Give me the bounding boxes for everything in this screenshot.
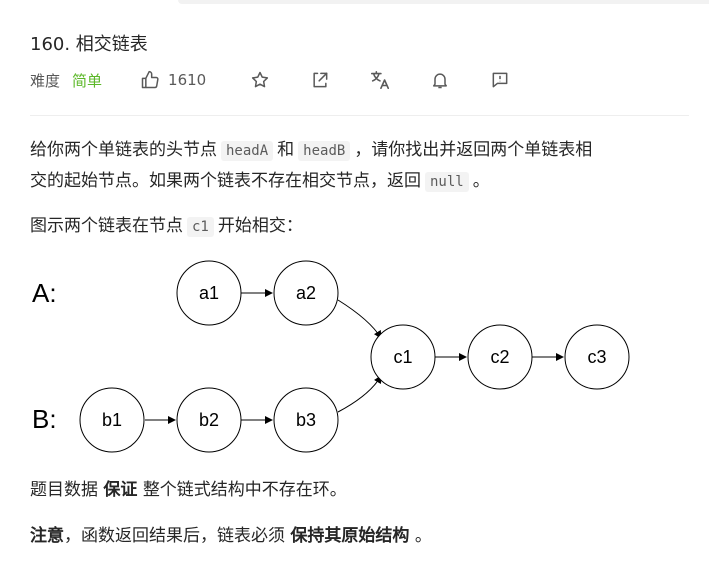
edge-a2-c1	[337, 299, 382, 339]
node-a1-label: a1	[199, 283, 219, 303]
bold-text: 注意	[30, 526, 64, 546]
description-paragraph-3: 题目数据 保证 整个链式结构中不存在环。	[30, 475, 347, 505]
node-c2	[467, 324, 533, 390]
list-b-label: B:	[32, 404, 57, 434]
node-b2	[176, 387, 242, 453]
difficulty-label: 难度	[30, 71, 61, 90]
problem-meta-bar: 难度 简单 1610	[30, 68, 512, 92]
node-a2-label: a2	[296, 283, 316, 303]
text: ，请你找出并返回两个单链表相	[354, 140, 593, 160]
favorite-button[interactable]	[248, 68, 272, 92]
notify-button[interactable]	[428, 68, 452, 92]
like-count: 1610	[168, 71, 207, 89]
node-b3-label: b3	[296, 410, 316, 430]
description-paragraph-4: 注意，函数返回结果后，链表必须 保持其原始结构 。	[30, 521, 432, 551]
thumbs-up-icon	[141, 70, 159, 89]
bell-icon	[433, 73, 448, 89]
node-b2-label: b2	[199, 410, 219, 430]
node-a1	[176, 260, 242, 326]
node-b1	[79, 387, 145, 453]
like-button[interactable]: 1610	[140, 70, 206, 90]
difficulty-badge: 简单	[72, 71, 103, 90]
node-c1-label: c1	[393, 347, 412, 367]
node-a2	[273, 260, 339, 326]
text: 。	[414, 526, 432, 546]
translate-icon	[371, 70, 390, 90]
share-button[interactable]	[308, 68, 332, 92]
text: 给你两个单链表的头节点	[30, 140, 217, 160]
node-c3	[564, 324, 630, 390]
list-a-label: A:	[32, 278, 57, 308]
inline-code-null: null	[425, 172, 469, 192]
text: 题目数据	[30, 480, 98, 500]
node-c2-label: c2	[490, 347, 509, 367]
feedback-icon	[492, 72, 508, 88]
inline-code-headA: headA	[221, 141, 274, 161]
node-c3-label: c3	[587, 347, 606, 367]
inline-code-headB: headB	[298, 141, 351, 161]
feedback-button[interactable]	[488, 68, 512, 92]
text: 交的起始节点。如果两个链表不存在相交节点，返回	[30, 171, 421, 191]
translate-button[interactable]	[368, 68, 392, 92]
text: 开始相交：	[217, 216, 303, 236]
bold-text: 保证	[103, 480, 138, 500]
text: ，函数返回结果后，链表必须	[64, 526, 285, 546]
top-tab-strip	[0, 0, 709, 4]
edge-b3-c1	[337, 375, 382, 413]
header-divider	[30, 115, 689, 116]
node-b3	[273, 387, 339, 453]
text: 。	[472, 171, 490, 191]
inline-code-c1: c1	[187, 217, 214, 237]
linked-list-diagram: A: B: a1 a2 b1 b2 b3 c1 c2 c3	[32, 260, 630, 453]
node-b1-label: b1	[102, 410, 122, 430]
text: 和	[277, 140, 295, 160]
node-c1	[370, 324, 436, 390]
share-icon	[313, 72, 328, 88]
problem-title: 160. 相交链表	[30, 34, 148, 55]
star-icon	[252, 71, 269, 88]
bold-text: 保持其原始结构	[290, 526, 410, 546]
text: 整个链式结构中不存在环。	[142, 480, 347, 500]
text: 图示两个链表在节点	[30, 216, 183, 236]
